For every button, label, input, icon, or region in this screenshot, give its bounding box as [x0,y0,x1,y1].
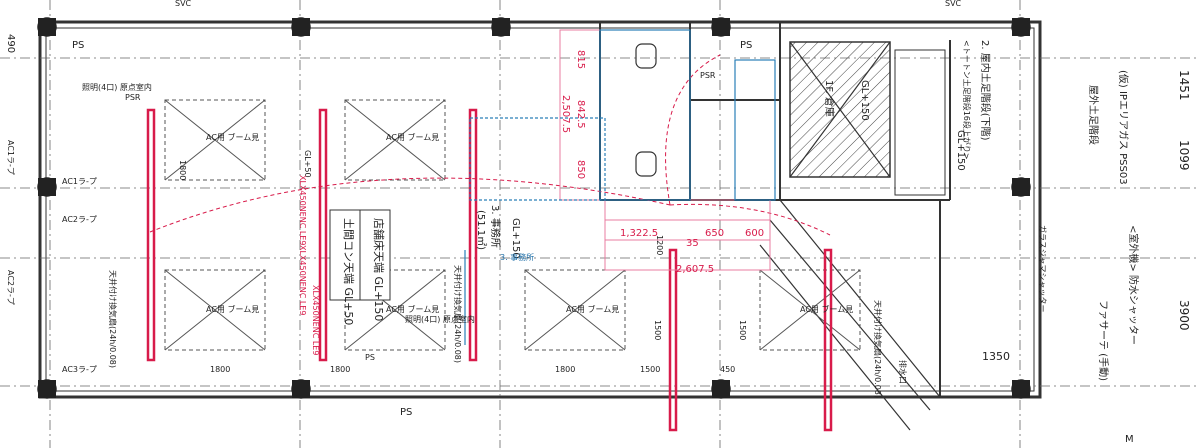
dim-1800-c: 1800 [555,365,575,374]
right-note-2: 屋外土足階段 [1087,85,1100,145]
dim-450: 450 [720,365,735,374]
ac-pipe-3: AC3ラ-プ [62,365,97,374]
ps-bottom-label: PS [400,407,412,418]
ac-pipe-2: AC2ラ-プ [62,215,97,224]
toilets [635,43,657,177]
svc-label-b: SVC [945,0,962,8]
ps-label-c: PS [365,353,375,362]
ac-label-4: AC用 ブーム見 [386,304,439,314]
columns [38,18,1030,398]
outlet-note: 照明(4口) 原点室内 [405,314,475,324]
right-note-5: <室外機> 防水シャッター [1127,225,1140,345]
dim-35: 35 [686,238,699,249]
floor-note [329,209,391,301]
dim-1500-b: 1500 [653,320,662,340]
ac-pipe-4: AC1ラ-プ [6,140,15,175]
psr-label: PSR [700,71,716,80]
ac-units [164,99,861,351]
dim-842: 842.5 [575,100,586,129]
ac-label-5: AC用 ブーム見 [566,304,619,314]
led-label-2: XLX450NENC LE9 [298,245,307,315]
floor-note-text-1: 土間コン天端 GL+50 [342,218,355,325]
dim-1451: 1451 [1177,70,1191,101]
ac-label-1: AC用 ブーム見 [206,132,259,142]
exhaust-3: 天井付け換気扇(24h/0.08) [873,300,883,398]
circuit-lines [149,54,831,236]
gl-150-a: GL+150 [510,218,521,259]
right-note-1: (仮) IPエリアガス PSS03 [1117,70,1130,185]
dim-1350: 1350 [982,350,1010,363]
dim-1800-b: 1800 [330,365,350,374]
floor-note-text-2: 店舗床天端 GL+150 [372,218,386,321]
ac-pipe-5: AC2ラ-プ [6,270,15,305]
right-note-4: ガラスジャマシャッター [1038,225,1048,312]
dashed-note: 3. 事務所 [500,252,534,262]
column-circles [37,17,1031,399]
dim-3900: 3900 [1177,300,1191,331]
dim-2507: 2,507.5 [560,95,571,133]
ps-label: PS [72,40,84,51]
ac-pipe-1: AC1ラ-プ [62,177,97,186]
dim-600: 600 [745,228,764,239]
dim-650: 650 [705,228,724,239]
ps-label-b: PS [740,40,752,51]
red-dimension-boxes [559,29,771,271]
outer-walls [38,20,1042,399]
blue-plumbing [464,29,776,345]
dim-815: 815 [575,50,586,69]
dim-2607: 2,607.5 [676,264,714,275]
stair-label: 2. 屋内土足階段(下階) [979,40,992,141]
outlet-note-2: 照明(4口) 原点室内 [82,82,152,92]
dim-1500-a2: 1500 [640,365,660,374]
ac-label-6: AC用 ブーム見 [800,304,853,314]
dim-1322: 1,322.5 [620,228,658,239]
room-storage: 1F. 倉庫 [823,80,836,117]
dim-1500-c: 1500 [738,320,747,340]
led-label-3: XLX450NENC LE9 [311,285,320,355]
dim-1200: 1200 [655,235,664,255]
bottom-label: M [1125,434,1134,445]
psr-label-b: PSR [125,93,141,102]
gl-150-c: GL+150 [955,130,966,171]
dim-490: 490 [5,34,16,53]
dim-1800-a: 1800 [210,365,230,374]
floor-drain: 排水口 [898,360,908,384]
dim-1800-d: 1800 [178,160,187,180]
svc-label: SVC [175,0,192,8]
led-label-1: XLX450NENC LE9 [298,175,307,245]
stair-sub: <トートン土足階段16段上がり> [962,40,972,160]
led-lights [146,108,833,432]
dim-1500-a: GL+50 [303,150,312,178]
exhaust-1: 天井付け換気扇(24h/0.08) [108,270,118,368]
right-note-3: ファサーテ (手動) [1097,300,1110,381]
room-office-area: (51.1㎡) [475,210,487,250]
gl-150-b: GL+150 [859,80,870,121]
ac-label-3: AC用 ブーム見 [386,132,439,142]
room-office: 3. 事務所 [489,205,502,248]
stair-area [789,41,946,196]
dim-1099: 1099 [1177,140,1191,171]
exhaust-2: 天井付け換気扇(24h/0.08) [453,265,463,363]
dim-850: 850 [575,160,586,179]
ac-label-2: AC用 ブーム見 [206,304,259,314]
